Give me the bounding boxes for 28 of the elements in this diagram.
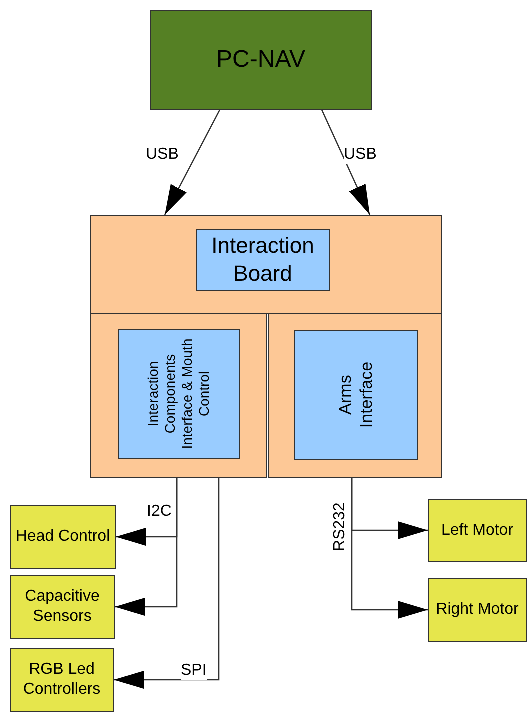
arrow [114, 478, 220, 689]
arrow [351, 478, 428, 619]
node-label: Capacitive Sensors [24, 587, 101, 627]
board-panel [90, 215, 442, 314]
device-box [428, 499, 527, 562]
board-panel [90, 313, 267, 478]
edge-label: SPI [181, 662, 207, 680]
arrow [115, 478, 178, 616]
process-box [294, 330, 418, 460]
node-label: Interaction Components Interface & Mouth Control [145, 338, 213, 452]
arrow [321, 110, 371, 216]
device-box [10, 575, 115, 639]
device-box [10, 505, 116, 569]
board-panel [268, 313, 442, 478]
process-box [196, 229, 330, 291]
arrow [164, 110, 221, 216]
node-label: Left Motor [441, 520, 514, 540]
process-box [150, 10, 372, 110]
node-label: Head Control [16, 527, 110, 547]
node-label: PC-NAV [216, 45, 306, 75]
device-box [428, 578, 527, 642]
device-box [10, 648, 114, 712]
node-label: Right Motor [436, 600, 519, 620]
node-label: Arms Interface [335, 360, 377, 430]
edge-label: USB [344, 146, 377, 164]
node-label: Interaction Board [210, 232, 316, 288]
process-box [118, 329, 240, 459]
node-label: RGB Led Controllers [22, 660, 102, 700]
